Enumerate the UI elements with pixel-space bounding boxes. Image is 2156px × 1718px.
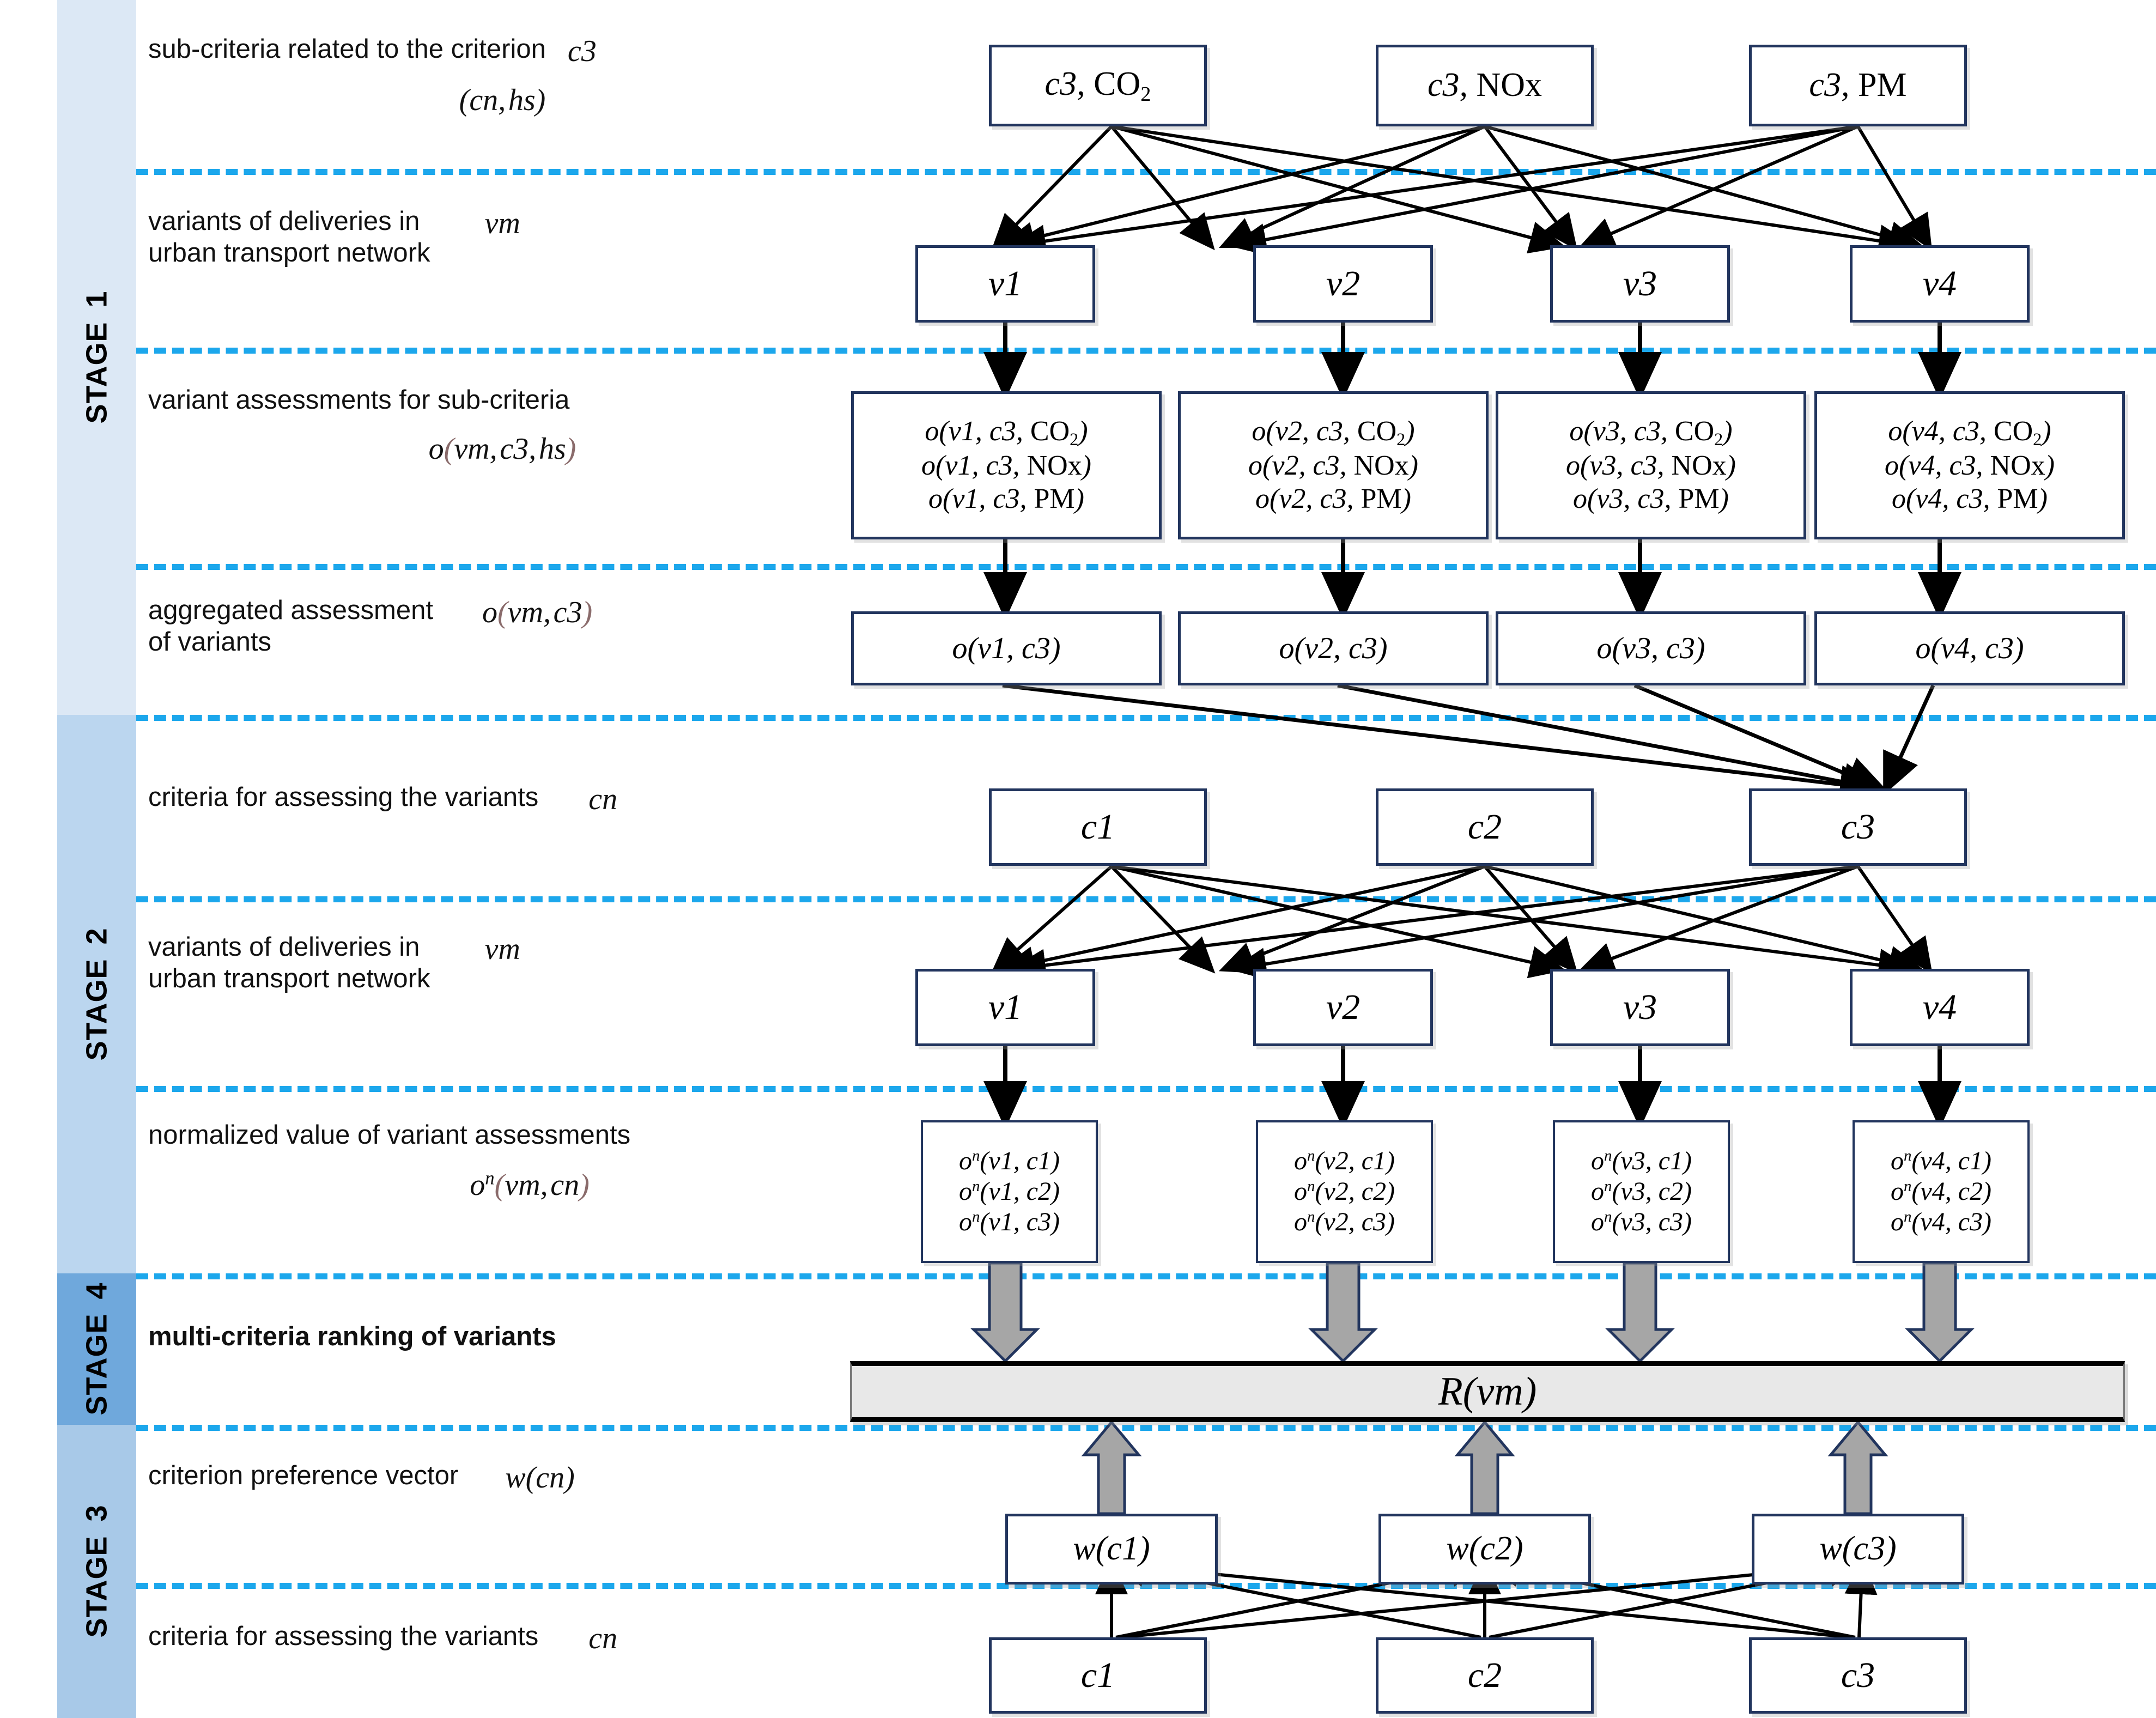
label-normalized-symbol: on(vm, cn): [470, 1167, 590, 1203]
stage-2-word: STAGE: [80, 958, 113, 1061]
box-criterion-c2-stage2[interactable]: c2: [1376, 788, 1594, 866]
label-subcriteria-text: sub-criteria related to the criterion: [148, 34, 546, 64]
box-variant-v3-stage1[interactable]: v3: [1550, 245, 1730, 323]
label-variants1-line1: variants of deliveries in: [148, 207, 420, 236]
separator-3: [136, 564, 2156, 570]
box-variant-v1-stage1[interactable]: v1: [915, 245, 1095, 323]
row-label-aggregated: aggregated assessment of variants o(vm, …: [148, 595, 857, 658]
row-label-subcriteria: sub-criteria related to the criterion c3…: [148, 34, 857, 118]
row-label-variant-assessments: variant assessments for sub-criteria o(v…: [148, 385, 857, 466]
box-weight-c1[interactable]: w(c1): [1005, 1514, 1218, 1585]
row-label-ranking: multi-criteria ranking of variants: [148, 1321, 911, 1353]
stage-1-number: 1: [80, 291, 113, 308]
box-assessment-v1[interactable]: o(v1, c3, CO2) o(v1, c3, NOx) o(v1, c3, …: [851, 391, 1162, 539]
stage-rail: STAGE 1 STAGE 2 STAGE 4 STAGE 3: [57, 0, 136, 1718]
label-preference-symbol: w(cn): [505, 1461, 575, 1495]
separator-6: [136, 1086, 2156, 1092]
separator-8: [136, 1425, 2156, 1431]
box-criterion-c2-stage3[interactable]: c2: [1376, 1637, 1594, 1714]
stage-band-1: STAGE 1: [57, 0, 136, 715]
box-subcriterion-nox[interactable]: c3, NOx: [1376, 45, 1594, 126]
label-aggregated-symbol: o(vm, c3): [482, 596, 593, 629]
box-criterion-c1-stage2[interactable]: c1: [989, 788, 1207, 866]
separator-4: [136, 715, 2156, 721]
label-criteria2-symbol: cn: [588, 782, 618, 816]
box-assessment-v4[interactable]: o(v4, c3, CO2) o(v4, c3, NOx) o(v4, c3, …: [1814, 391, 2125, 539]
row-label-normalized: normalized value of variant assessments …: [148, 1120, 911, 1203]
label-variants2-line1: variants of deliveries in: [148, 932, 420, 962]
box-criterion-c3-stage2[interactable]: c3: [1749, 788, 1967, 866]
row-label-preference-vector: criterion preference vector w(cn): [148, 1460, 911, 1495]
label-variants2-line2: urban transport network: [148, 963, 430, 993]
label-normalized-text: normalized value of variant assessments: [148, 1120, 631, 1150]
label-subcriteria-symbol: c3: [567, 34, 597, 68]
box-weight-c2[interactable]: w(c2): [1378, 1514, 1591, 1585]
label-variants2-symbol: vm: [484, 932, 520, 966]
box-variant-v3-stage2[interactable]: v3: [1550, 969, 1730, 1046]
row-label-criteria-stage3: criteria for assessing the variants cn: [148, 1621, 911, 1656]
box-aggregated-v1[interactable]: o(v1, c3): [851, 611, 1162, 685]
box-aggregated-v3[interactable]: o(v3, c3): [1496, 611, 1806, 685]
stage-band-4: STAGE 4: [57, 1273, 136, 1425]
box-subcriterion-co2[interactable]: c3, CO2: [989, 45, 1207, 126]
box-ranking-result[interactable]: R(vm): [850, 1361, 2125, 1422]
label-ranking-text: multi-criteria ranking of variants: [148, 1322, 556, 1351]
stage-band-3: STAGE 3: [57, 1425, 136, 1718]
box-variant-v4-stage2[interactable]: v4: [1850, 969, 2030, 1046]
box-criterion-c1-stage3[interactable]: c1: [989, 1637, 1207, 1714]
box-variant-v2-stage1[interactable]: v2: [1253, 245, 1433, 323]
label-assessments-text: variant assessments for sub-criteria: [148, 385, 570, 415]
separator-7: [136, 1273, 2156, 1279]
label-assessments-symbol: o(vm, c3, hs): [428, 432, 576, 466]
label-variants1-symbol: vm: [484, 207, 520, 240]
ranking-formula: R(vm): [1438, 1369, 1537, 1414]
label-subcriteria-pair: (cn, hs): [459, 83, 546, 117]
separator-1: [136, 169, 2156, 175]
row-label-variants-stage1: variants of deliveries in urban transpor…: [148, 206, 857, 269]
label-aggregated-line2: of variants: [148, 627, 272, 657]
box-aggregated-v4[interactable]: o(v4, c3): [1814, 611, 2125, 685]
stage-2-number: 2: [80, 927, 113, 945]
stage-4-word: STAGE: [80, 1313, 113, 1416]
label-criteria2-text: criteria for assessing the variants: [148, 782, 539, 812]
box-assessment-v3[interactable]: o(v3, c3, CO2) o(v3, c3, NOx) o(v3, c3, …: [1496, 391, 1806, 539]
stage-4-number: 4: [80, 1283, 113, 1300]
box-normalized-v3[interactable]: on(v3, c1) on(v3, c2) on(v3, c3): [1553, 1120, 1730, 1263]
box-aggregated-v2[interactable]: o(v2, c3): [1178, 611, 1489, 685]
box-weight-c3[interactable]: w(c3): [1752, 1514, 1964, 1585]
box-normalized-v1[interactable]: on(v1, c1) on(v1, c2) on(v1, c3): [921, 1120, 1098, 1263]
box-normalized-v4[interactable]: on(v4, c1) on(v4, c2) on(v4, c3): [1853, 1120, 2030, 1263]
box-variant-v2-stage2[interactable]: v2: [1253, 969, 1433, 1046]
stage-1-word: STAGE: [80, 321, 113, 424]
separator-2: [136, 348, 2156, 354]
label-criteria3-text: criteria for assessing the variants: [148, 1622, 539, 1651]
stage-3-number: 3: [80, 1505, 113, 1522]
label-aggregated-line1: aggregated assessment: [148, 596, 433, 625]
stage-3-word: STAGE: [80, 1535, 113, 1638]
box-variant-v4-stage1[interactable]: v4: [1850, 245, 2030, 323]
row-label-criteria-stage2: criteria for assessing the variants cn: [148, 782, 911, 817]
box-criterion-c3-stage3[interactable]: c3: [1749, 1637, 1967, 1714]
box-variant-v1-stage2[interactable]: v1: [915, 969, 1095, 1046]
stage-band-2: STAGE 2: [57, 715, 136, 1273]
box-assessment-v2[interactable]: o(v2, c3, CO2) o(v2, c3, NOx) o(v2, c3, …: [1178, 391, 1489, 539]
box-subcriterion-pm[interactable]: c3, PM: [1749, 45, 1967, 126]
row-label-variants-stage2: variants of deliveries in urban transpor…: [148, 932, 857, 995]
separator-5: [136, 896, 2156, 902]
label-preference-text: criterion preference vector: [148, 1461, 459, 1490]
label-criteria3-symbol: cn: [588, 1622, 618, 1655]
box-normalized-v2[interactable]: on(v2, c1) on(v2, c2) on(v2, c3): [1256, 1120, 1433, 1263]
label-variants1-line2: urban transport network: [148, 238, 430, 268]
